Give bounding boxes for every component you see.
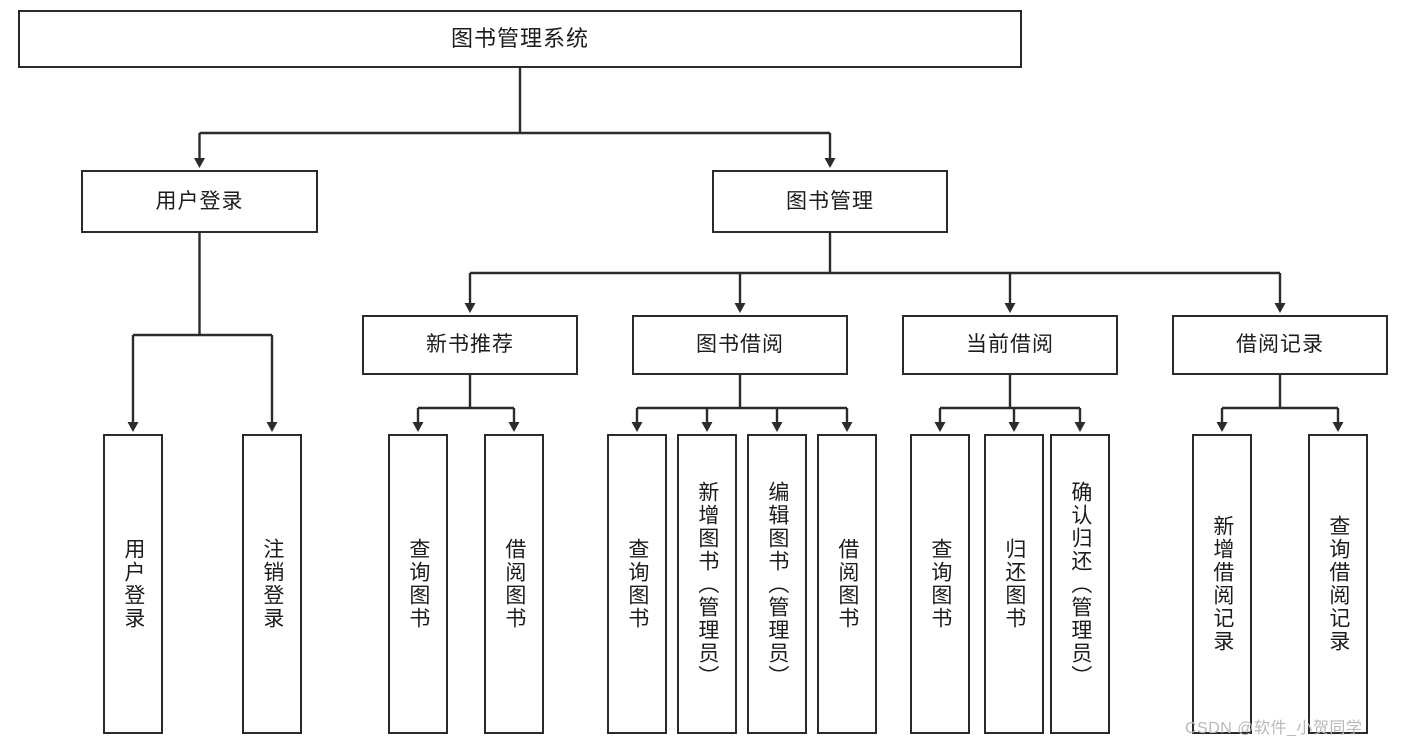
node-label-book-manage: 图书管理 — [786, 189, 874, 213]
node-label-leaf-add-record: 新增借阅记录 — [1210, 515, 1234, 653]
node-label-leaf-return-book: 归还图书 — [1002, 538, 1026, 630]
node-label-leaf-edit-book: 编辑图书（管理员） — [765, 480, 789, 688]
watermark-text: CSDN @软件_小贺同学 — [1185, 720, 1363, 737]
node-label-user-login: 用户登录 — [155, 189, 244, 213]
node-label-new-book-rec: 新书推荐 — [426, 333, 514, 357]
node-user-login[interactable]: 用户登录 — [81, 170, 318, 233]
node-label-borrow-record: 借阅记录 — [1236, 333, 1324, 357]
node-label-leaf-confirm-return: 确认归还（管理员） — [1068, 480, 1092, 688]
node-root[interactable]: 图书管理系统 — [18, 10, 1022, 68]
node-leaf-query-book-c[interactable]: 查询图书 — [910, 434, 970, 734]
node-label-book-borrow: 图书借阅 — [696, 333, 784, 357]
node-leaf-add-book[interactable]: 新增图书（管理员） — [677, 434, 737, 734]
node-leaf-confirm-return[interactable]: 确认归还（管理员） — [1050, 434, 1110, 734]
node-new-book-rec[interactable]: 新书推荐 — [362, 315, 578, 375]
node-label-leaf-borrow-book-rec: 借阅图书 — [502, 538, 526, 630]
node-book-manage[interactable]: 图书管理 — [712, 170, 948, 233]
node-label-leaf-query-book-rec: 查询图书 — [406, 538, 430, 630]
node-label-current-borrow: 当前借阅 — [966, 333, 1054, 357]
node-leaf-query-record[interactable]: 查询借阅记录 — [1308, 434, 1368, 734]
node-label-root: 图书管理系统 — [450, 25, 589, 51]
node-label-leaf-add-book: 新增图书（管理员） — [695, 480, 719, 688]
node-label-leaf-query-book-c: 查询图书 — [928, 538, 952, 630]
node-leaf-return-book[interactable]: 归还图书 — [984, 434, 1044, 734]
node-leaf-query-book-rec[interactable]: 查询图书 — [388, 434, 448, 734]
node-current-borrow[interactable]: 当前借阅 — [902, 315, 1118, 375]
node-book-borrow[interactable]: 图书借阅 — [632, 315, 848, 375]
node-leaf-user-logout[interactable]: 注销登录 — [242, 434, 302, 734]
node-leaf-borrow-book-rec[interactable]: 借阅图书 — [484, 434, 544, 734]
node-leaf-borrow-book-b[interactable]: 借阅图书 — [817, 434, 877, 734]
node-leaf-add-record[interactable]: 新增借阅记录 — [1192, 434, 1252, 734]
node-borrow-record[interactable]: 借阅记录 — [1172, 315, 1388, 375]
node-label-leaf-user-logout: 注销登录 — [260, 538, 284, 630]
node-label-leaf-user-login: 用户登录 — [121, 538, 145, 630]
node-label-leaf-query-record: 查询借阅记录 — [1326, 515, 1350, 653]
node-label-leaf-borrow-book-b: 借阅图书 — [835, 538, 859, 630]
node-leaf-user-login[interactable]: 用户登录 — [103, 434, 163, 734]
node-leaf-edit-book[interactable]: 编辑图书（管理员） — [747, 434, 807, 734]
node-leaf-query-book-b[interactable]: 查询图书 — [607, 434, 667, 734]
node-label-leaf-query-book-b: 查询图书 — [625, 538, 649, 630]
